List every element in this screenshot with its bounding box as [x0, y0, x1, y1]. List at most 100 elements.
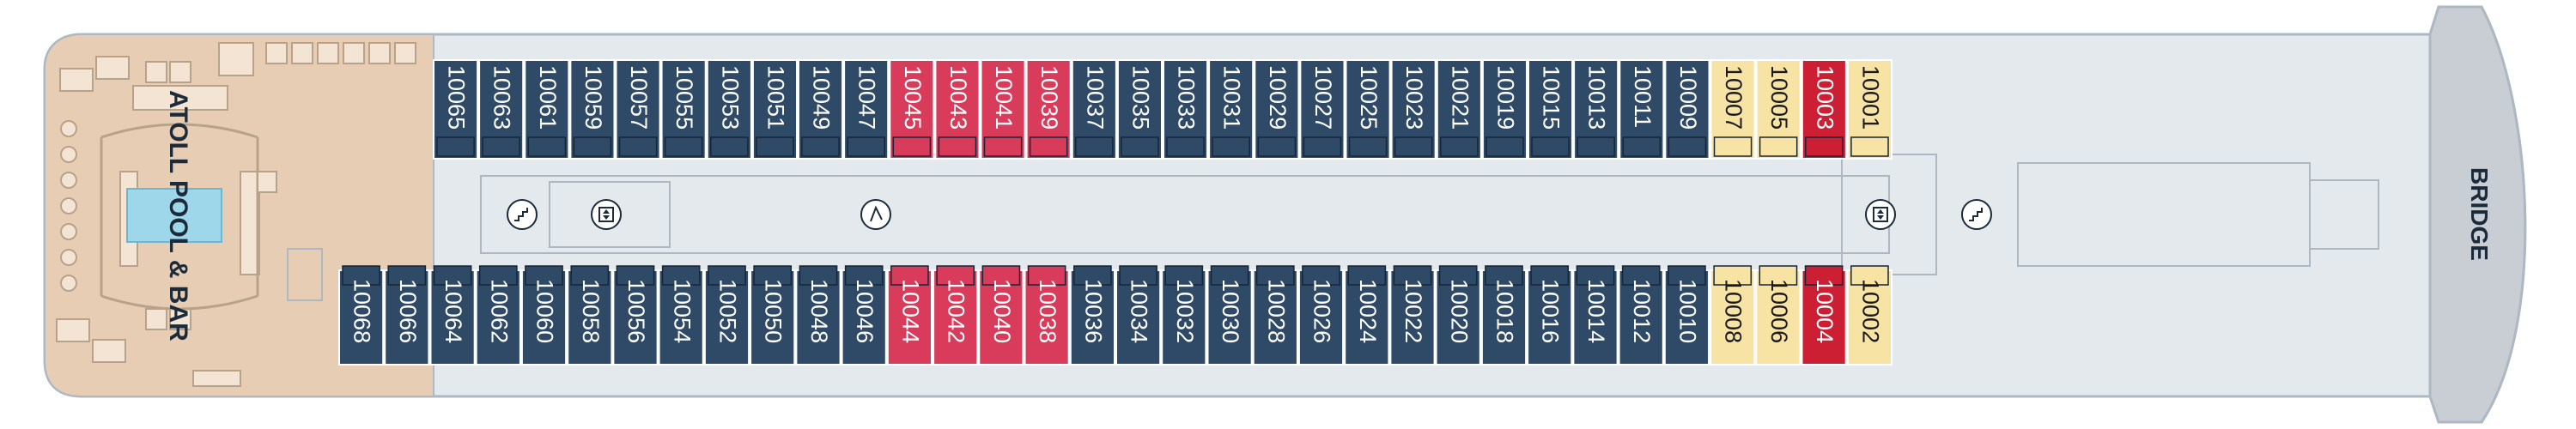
balcony-bar	[661, 265, 701, 286]
balcony-bar	[1531, 136, 1570, 157]
lounge-tables	[60, 120, 77, 292]
cabin-number: 10030	[1218, 279, 1243, 343]
balcony-bar	[1075, 136, 1114, 157]
cabin-10056[interactable]: 10056	[612, 265, 659, 366]
cabin-number: 10040	[989, 279, 1015, 343]
cabin-10037[interactable]: 10037	[1071, 59, 1117, 160]
cabin-10057[interactable]: 10057	[615, 59, 661, 160]
balcony-bar	[1438, 265, 1478, 286]
cabin-10001[interactable]: 10001	[1846, 59, 1893, 160]
cabin-10050[interactable]: 10050	[750, 265, 796, 366]
balcony-bar	[525, 265, 563, 286]
cabin-10062[interactable]: 10062	[475, 265, 521, 366]
cabin-10008[interactable]: 10008	[1710, 265, 1756, 366]
cabin-number: 10010	[1674, 279, 1700, 343]
cabin-10031[interactable]: 10031	[1208, 59, 1255, 160]
cabin-10040[interactable]: 10040	[978, 265, 1024, 366]
cabin-10052[interactable]: 10052	[703, 265, 750, 366]
cabin-10012[interactable]: 10012	[1618, 265, 1664, 366]
cabin-10038[interactable]: 10038	[1024, 265, 1070, 366]
cabin-10024[interactable]: 10024	[1344, 265, 1390, 366]
cabin-10032[interactable]: 10032	[1161, 265, 1207, 366]
cabin-10048[interactable]: 10048	[795, 265, 841, 366]
cabin-number: 10050	[761, 279, 787, 343]
cabin-block	[1297, 269, 1345, 366]
cabin-10007[interactable]: 10007	[1710, 59, 1756, 160]
cabin-10042[interactable]: 10042	[933, 265, 979, 366]
cabin-10028[interactable]: 10028	[1252, 265, 1298, 366]
cabin-10006[interactable]: 10006	[1755, 265, 1801, 366]
balcony-bar	[1119, 265, 1157, 286]
cabin-10003[interactable]: 10003	[1801, 59, 1847, 160]
cabin-10016[interactable]: 10016	[1527, 265, 1573, 366]
cabin-number: 10021	[1447, 65, 1473, 130]
cabin-10059[interactable]: 10059	[569, 59, 616, 160]
cabin-10064[interactable]: 10064	[429, 265, 476, 366]
cabin-10041[interactable]: 10041	[980, 59, 1026, 160]
cabin-10054[interactable]: 10054	[658, 265, 704, 366]
cabin-10022[interactable]: 10022	[1389, 265, 1436, 366]
cabin-10045[interactable]: 10045	[889, 59, 935, 160]
cabin-block	[1710, 269, 1756, 366]
cabin-10060[interactable]: 10060	[520, 265, 568, 366]
balcony-bar	[1302, 265, 1340, 286]
cabin-10026[interactable]: 10026	[1297, 265, 1345, 366]
cabin-number: 10047	[854, 65, 880, 130]
cabin-10030[interactable]: 10030	[1206, 265, 1253, 366]
cabin-10053[interactable]: 10053	[706, 59, 752, 160]
cabin-10039[interactable]: 10039	[1025, 59, 1072, 160]
cabin-10036[interactable]: 10036	[1069, 265, 1116, 366]
cabin-10034[interactable]: 10034	[1115, 265, 1162, 366]
cabin-10002[interactable]: 10002	[1846, 265, 1893, 366]
cabin-10005[interactable]: 10005	[1755, 59, 1801, 160]
cabin-10013[interactable]: 10013	[1573, 59, 1619, 160]
balcony-bar	[664, 136, 703, 157]
cabin-number: 10054	[669, 279, 695, 343]
cabin-10027[interactable]: 10027	[1299, 59, 1346, 160]
cabin-10023[interactable]: 10023	[1390, 59, 1437, 160]
cabin-10033[interactable]: 10033	[1163, 59, 1209, 160]
cabin-number: 10041	[991, 65, 1017, 130]
cabin-10051[interactable]: 10051	[751, 59, 799, 160]
balcony-bar	[1759, 136, 1798, 157]
balcony-bar	[1485, 136, 1524, 157]
cabin-number: 10065	[444, 65, 470, 130]
cabin-10020[interactable]: 10020	[1435, 265, 1481, 366]
cabin-10004[interactable]: 10004	[1801, 265, 1847, 366]
balcony-bar	[1257, 136, 1297, 157]
cabin-10065[interactable]: 10065	[433, 59, 479, 160]
cabin-number: 10056	[623, 279, 649, 343]
cabin-10025[interactable]: 10025	[1345, 59, 1391, 160]
cabin-block	[612, 269, 659, 366]
cabin-10058[interactable]: 10058	[567, 265, 613, 366]
cabin-10018[interactable]: 10018	[1480, 265, 1528, 366]
cabin-number: 10066	[395, 279, 421, 343]
cabin-10011[interactable]: 10011	[1619, 59, 1665, 160]
cabin-10019[interactable]: 10019	[1481, 59, 1528, 160]
cabin-10066[interactable]: 10066	[384, 265, 430, 366]
cabin-number: 10049	[809, 65, 835, 130]
cabin-10046[interactable]: 10046	[841, 265, 887, 366]
cabin-number: 10012	[1629, 279, 1655, 343]
cabin-10009[interactable]: 10009	[1664, 59, 1710, 160]
cabin-number: 10031	[1219, 65, 1245, 130]
cabin-10068[interactable]: 10068	[338, 265, 385, 366]
cabin-10063[interactable]: 10063	[478, 59, 525, 160]
cabin-block	[475, 269, 521, 366]
cabin-10014[interactable]: 10014	[1572, 265, 1619, 366]
cabin-10010[interactable]: 10010	[1663, 265, 1710, 366]
cabin-10049[interactable]: 10049	[798, 59, 844, 160]
cabin-block	[978, 269, 1024, 366]
cabin-10021[interactable]: 10021	[1436, 59, 1482, 160]
cabin-10055[interactable]: 10055	[660, 59, 707, 160]
cabin-block	[1480, 269, 1528, 366]
cabin-block	[795, 269, 841, 366]
cabin-10044[interactable]: 10044	[886, 265, 933, 366]
cabin-10015[interactable]: 10015	[1528, 59, 1574, 160]
balcony-bar	[847, 136, 885, 157]
cabin-10029[interactable]: 10029	[1254, 59, 1300, 160]
cabin-10047[interactable]: 10047	[843, 59, 890, 160]
cabin-10043[interactable]: 10043	[934, 59, 981, 160]
cabin-10061[interactable]: 10061	[524, 59, 570, 160]
cabin-10035[interactable]: 10035	[1116, 59, 1163, 160]
